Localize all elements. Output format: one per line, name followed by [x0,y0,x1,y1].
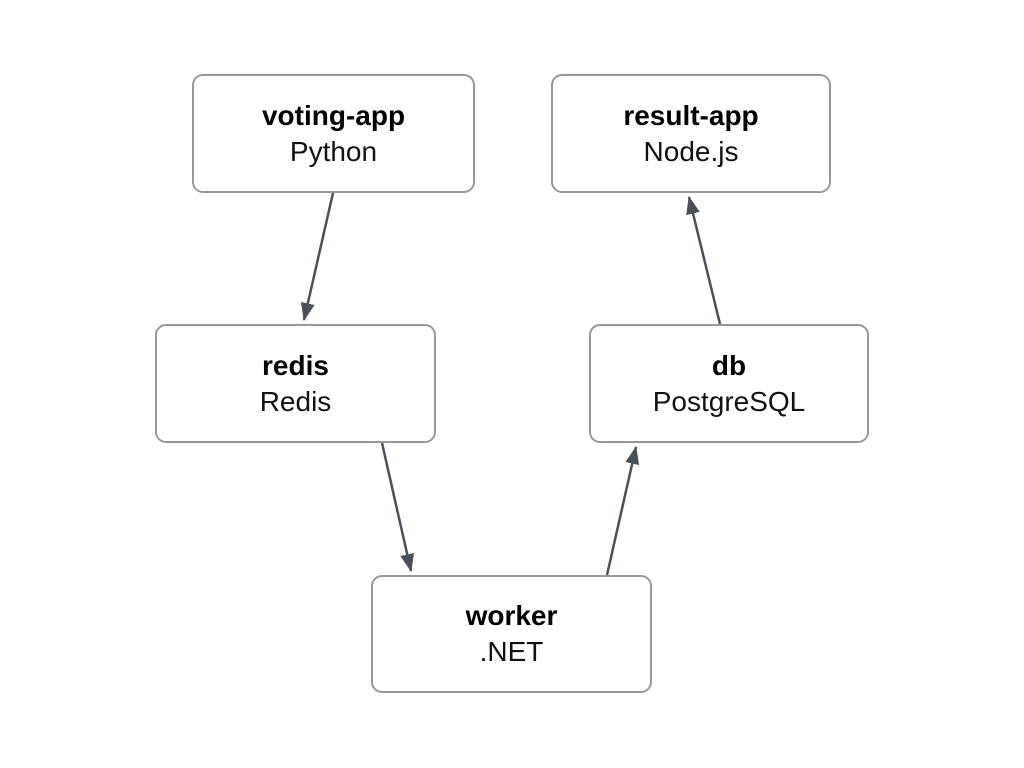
edge-db-to-result-app [686,196,722,325]
node-voting-app-title: voting-app [261,99,406,131]
node-worker-title: worker [465,600,558,631]
node-redis-subtitle: Redis [259,385,332,417]
node-worker: worker .NET [371,575,652,693]
node-result-app-subtitle: Node.js [643,135,739,167]
node-result-app-title: result-app [623,99,759,131]
node-worker-subtitle: .NET [479,636,544,667]
node-db-subtitle: PostgreSQL [652,385,806,417]
node-db-title: db [711,349,747,381]
node-redis-title: redis [262,349,329,381]
node-voting-app: voting-app Python [192,74,475,193]
node-db: db PostgreSQL [589,324,869,443]
node-redis: redis Redis [155,324,436,443]
edge-worker-to-db [605,446,640,576]
edge-voting-app-to-redis [300,192,335,321]
edge-redis-to-worker [380,442,415,572]
node-result-app: result-app Node.js [551,74,831,193]
node-voting-app-subtitle: Python [289,135,378,167]
